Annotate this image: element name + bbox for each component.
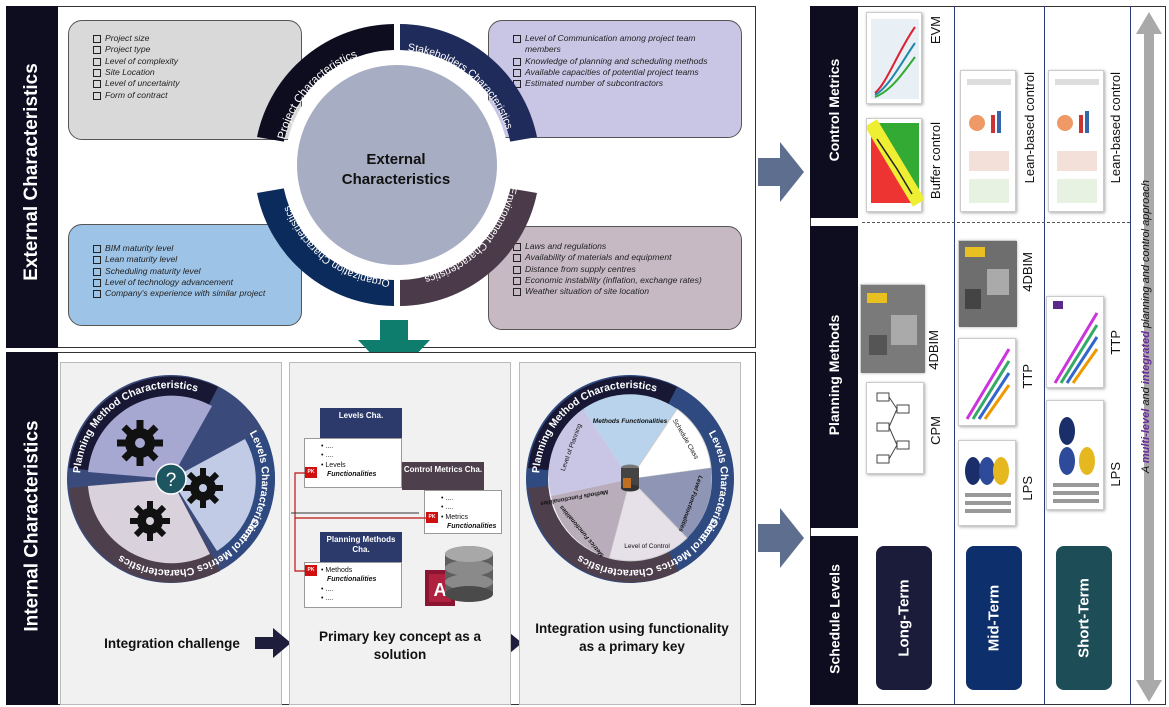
project-item: Level of uncertainty <box>93 78 291 89</box>
column-divider <box>1044 6 1045 705</box>
big-arrow-bottom <box>758 508 804 568</box>
environment-items-box: Laws and regulations Availability of mat… <box>488 226 742 330</box>
organization-items-box: BIM maturity level Lean maturity level S… <box>68 224 302 326</box>
project-item: Form of contract <box>93 90 291 101</box>
project-item: Level of complexity <box>93 56 291 67</box>
ring-segment-project <box>257 24 394 142</box>
stakeholder-item: Estimated number of subcontractors <box>513 78 731 89</box>
pk-badge: PK <box>305 565 317 576</box>
organization-item: BIM maturity level <box>93 243 291 254</box>
environment-item: Laws and regulations <box>513 241 731 252</box>
project-item: Site Location <box>93 67 291 78</box>
planning-methods-box: • Methods Functionalities • .... • .... <box>304 562 402 608</box>
big-arrow-top <box>758 142 804 202</box>
level-mid-term: Mid-Term <box>966 546 1022 690</box>
project-items-box: Project size Project type Level of compl… <box>68 20 302 140</box>
label-evm: EVM <box>928 16 943 45</box>
environment-item: Distance from supply centres <box>513 264 731 275</box>
ring-segment-environment <box>400 188 537 306</box>
organization-item: Scheduling maturity level <box>93 266 291 277</box>
approach-double-arrow <box>1136 12 1162 702</box>
level-long-term: Long-Term <box>876 546 932 690</box>
segment-methods-functionalities: Methods Functionalities <box>593 418 668 425</box>
organization-item: Level of technology advancement <box>93 277 291 288</box>
down-arrow <box>358 320 430 378</box>
question-mark: ? <box>166 470 177 491</box>
caption-integration-challenge: Integration challenge <box>104 636 240 651</box>
control-metrics-header: Control Metrics Cha. <box>402 462 484 490</box>
organization-item: Lean maturity level <box>93 254 291 265</box>
internal-side-bar: Internal Characteristics <box>6 352 58 705</box>
project-item: Project type <box>93 44 291 55</box>
label-ttp-short: TTP <box>1108 330 1123 355</box>
stakeholder-item: Level of Communication among project tea… <box>513 33 731 56</box>
external-ring: Project Characteristics Stakeholders Cha… <box>257 24 537 306</box>
challenge-wheel: Planning Method Characteristics Levels C… <box>67 375 282 583</box>
arrow-right-1 <box>255 628 291 658</box>
question-circle <box>155 463 187 495</box>
stakeholder-item: Knowledge of planning and scheduling met… <box>513 56 731 67</box>
organization-item: Company's experience with similar projec… <box>93 288 291 299</box>
label-ttp-mid: TTP <box>1020 364 1035 389</box>
lps-thumbnail <box>958 440 1016 526</box>
ttp-thumbnail <box>958 338 1016 426</box>
cpm-thumbnail <box>866 382 924 474</box>
4dbim-thumbnail <box>958 240 1017 327</box>
functionality-wheel: Planning Method Characteristics Levels C… <box>526 375 741 583</box>
label-cpm: CPM <box>928 416 943 445</box>
pk-connectors <box>291 472 426 572</box>
label-lean-control-mid: Lean-based control <box>1022 72 1037 184</box>
segment-level-of-control: Level of Control <box>624 543 670 550</box>
center-circle <box>297 65 497 265</box>
planning-methods-header: Planning Methods Cha. <box>320 532 402 562</box>
buffer-control-thumbnail <box>864 118 926 212</box>
external-side-bar: External Characteristics <box>6 6 58 348</box>
evm-thumbnail <box>866 12 922 104</box>
label-4dbim-mid: 4DBIM <box>1020 252 1035 292</box>
pk-badge: PK <box>426 512 438 523</box>
external-side-title: External Characteristics <box>21 63 42 281</box>
database-icon: A <box>425 546 493 606</box>
gear-icon <box>117 420 163 466</box>
label-4dbim-long: 4DBIM <box>926 330 941 370</box>
internal-side-title: Internal Characteristics <box>21 420 43 632</box>
database-core-icon <box>621 464 639 492</box>
pk-badge: PK <box>305 467 317 478</box>
environment-item: Economic instability (inflation, exchang… <box>513 275 731 286</box>
column-divider <box>954 6 955 705</box>
environment-item: Weather situation of site location <box>513 286 731 297</box>
lps-thumbnail <box>1046 400 1104 510</box>
approach-text: A multi-level and integrated planning an… <box>1140 180 1152 474</box>
label-lps-mid: LPS <box>1020 476 1035 501</box>
svg-text:A: A <box>434 580 447 600</box>
project-item: Project size <box>93 33 291 44</box>
levels-header: Levels Cha. <box>320 408 402 438</box>
caption-integration-functionality: Integration using functionality as a pri… <box>535 621 729 655</box>
lean-control-thumbnail <box>1048 70 1104 212</box>
column-divider <box>1130 6 1131 705</box>
stakeholder-item: Available capacities of potential projec… <box>513 67 731 78</box>
label-lean-control-short: Lean-based control <box>1108 72 1123 184</box>
lean-control-thumbnail <box>960 70 1016 212</box>
label-lps-short: LPS <box>1108 462 1123 487</box>
4dbim-thumbnail <box>860 284 925 373</box>
dashed-divider <box>862 222 1130 223</box>
ring-segment-organization <box>257 188 394 306</box>
gear-icon <box>183 468 223 508</box>
center-label: External Characteristics <box>341 151 451 189</box>
row-header-levels: Schedule Levels <box>810 536 858 705</box>
label-buffer-control: Buffer control <box>928 122 943 200</box>
level-short-term: Short-Term <box>1056 546 1112 690</box>
environment-item: Availability of materials and equipment <box>513 252 731 263</box>
ttp-thumbnail <box>1046 296 1104 388</box>
caption-primary-key: Primary key concept as a solution <box>318 629 482 663</box>
gear-icon <box>130 501 170 541</box>
levels-box: • .... • .... • Levels Functionalities <box>304 438 402 488</box>
ring-segment-stakeholders <box>400 24 537 142</box>
row-header-control: Control Metrics <box>810 6 858 218</box>
row-header-planning: Planning Methods <box>810 226 858 528</box>
